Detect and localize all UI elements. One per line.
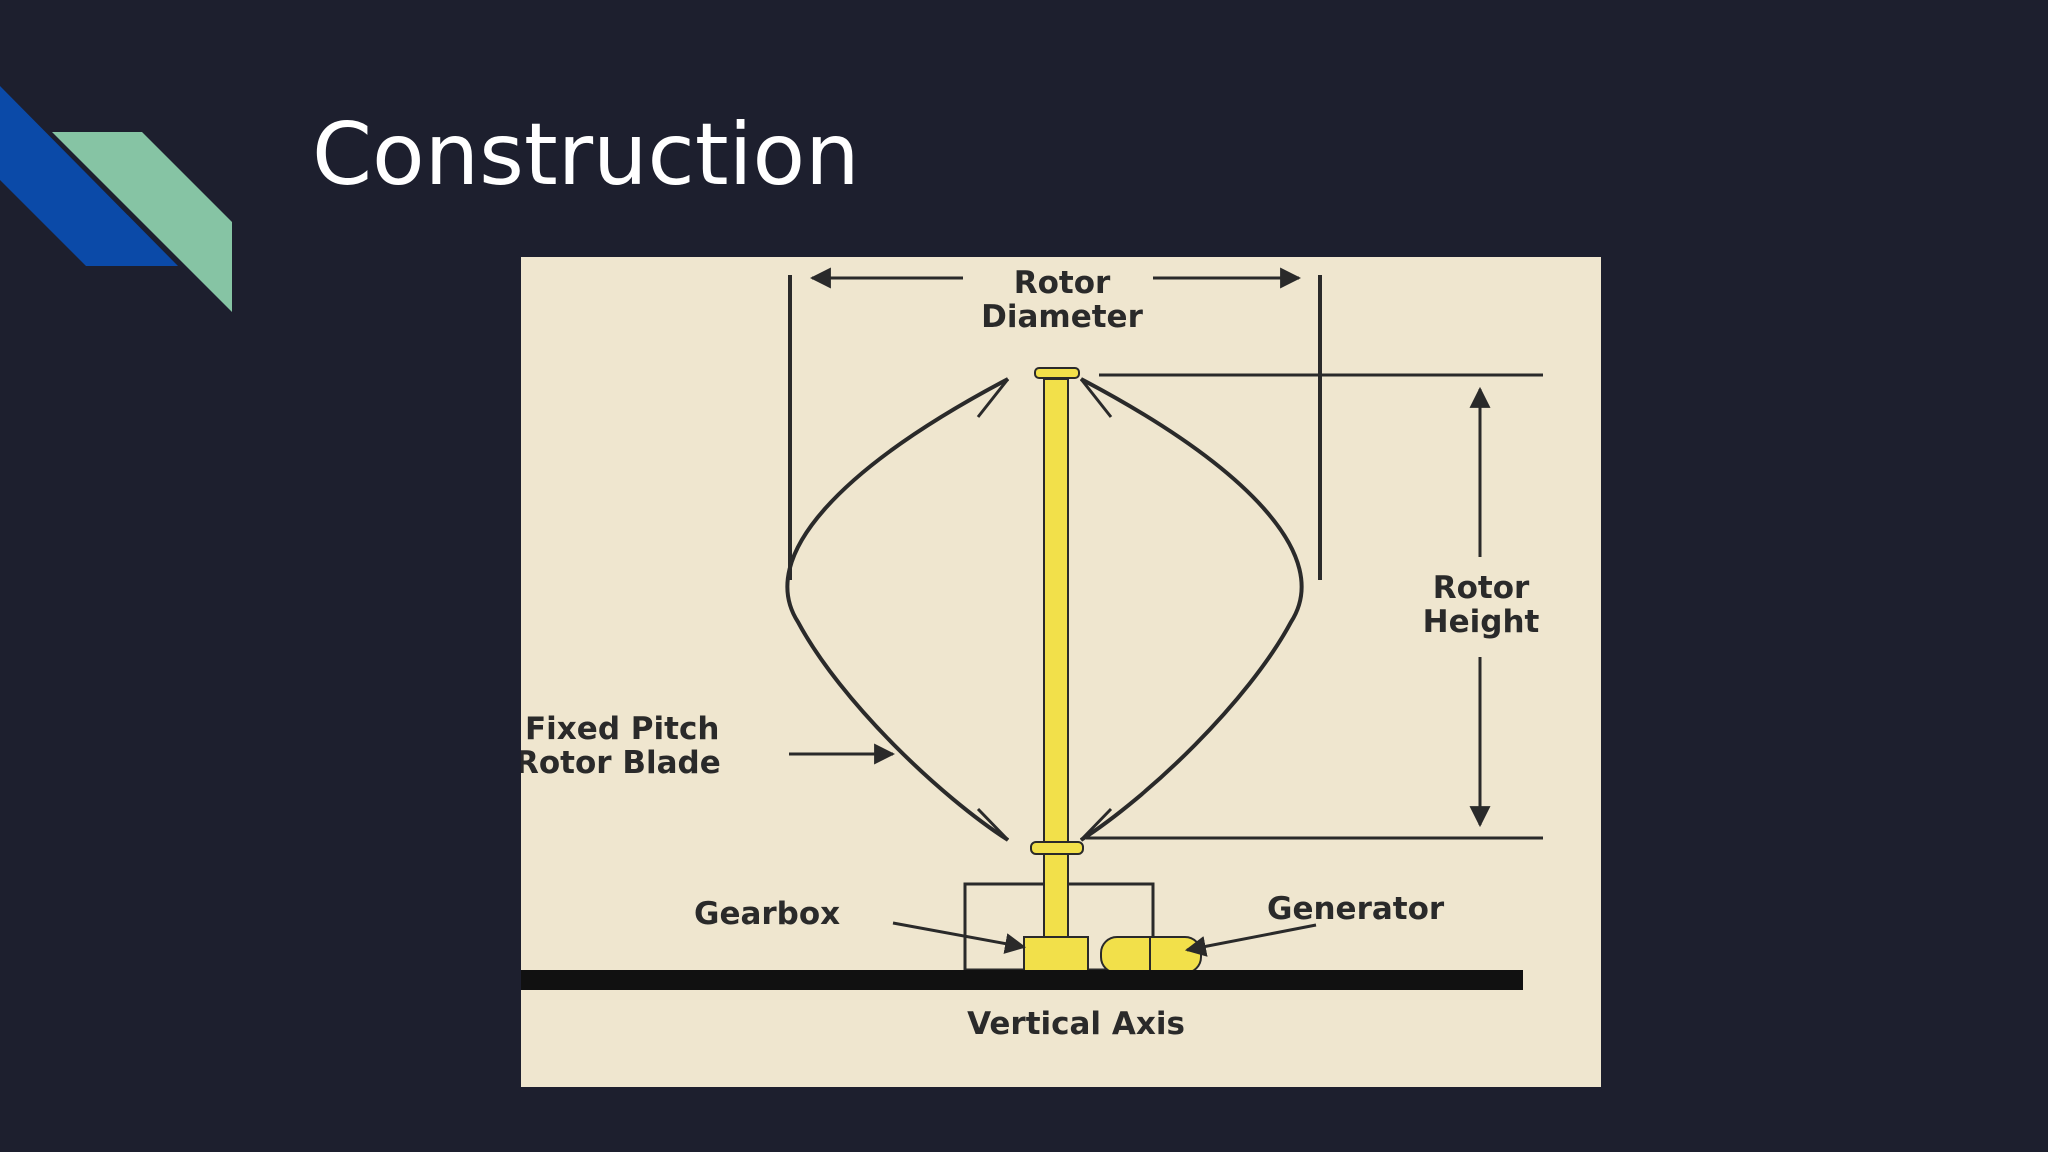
gearbox-shape	[1023, 936, 1089, 974]
rotor-blade-left	[785, 377, 1010, 842]
accent-blue-stripe	[0, 86, 178, 266]
accent-green-stripe	[52, 132, 232, 312]
diagram-canvas: Rotor Diameter Rotor Height Fixed Pitch …	[521, 265, 1543, 1042]
gearbox-leader-arrow	[892, 921, 1027, 954]
blade-label-line1: Fixed Pitch	[525, 711, 719, 747]
rotor-diameter-label-line2: Diameter	[981, 299, 1143, 335]
rotor-blade-right	[1079, 377, 1304, 842]
slide-title: Construction	[312, 105, 860, 205]
shaft-top-cap	[1034, 367, 1080, 379]
blade-strut-top-left	[976, 378, 1010, 418]
shaft-bottom-collar	[1030, 841, 1084, 855]
blade-strut-top-right	[1079, 378, 1113, 418]
rotor-height-label-line1: Rotor	[1433, 570, 1530, 606]
vertical-axis-turbine-diagram: Rotor Diameter Rotor Height Fixed Pitch …	[521, 257, 1601, 1087]
diagram-caption: Vertical Axis	[967, 1006, 1185, 1042]
rotor-diameter-label-line1: Rotor	[1014, 265, 1111, 301]
generator-label: Generator	[1267, 891, 1445, 927]
rotor-height-label-line2: Height	[1423, 604, 1540, 640]
corner-accent-shape	[0, 86, 232, 312]
rotor-shaft	[1043, 378, 1069, 976]
ground-base	[521, 970, 1523, 990]
gearbox-label: Gearbox	[694, 896, 840, 932]
blade-label-line2: Rotor Blade	[521, 745, 721, 781]
generator-leader-arrow	[1184, 923, 1317, 957]
